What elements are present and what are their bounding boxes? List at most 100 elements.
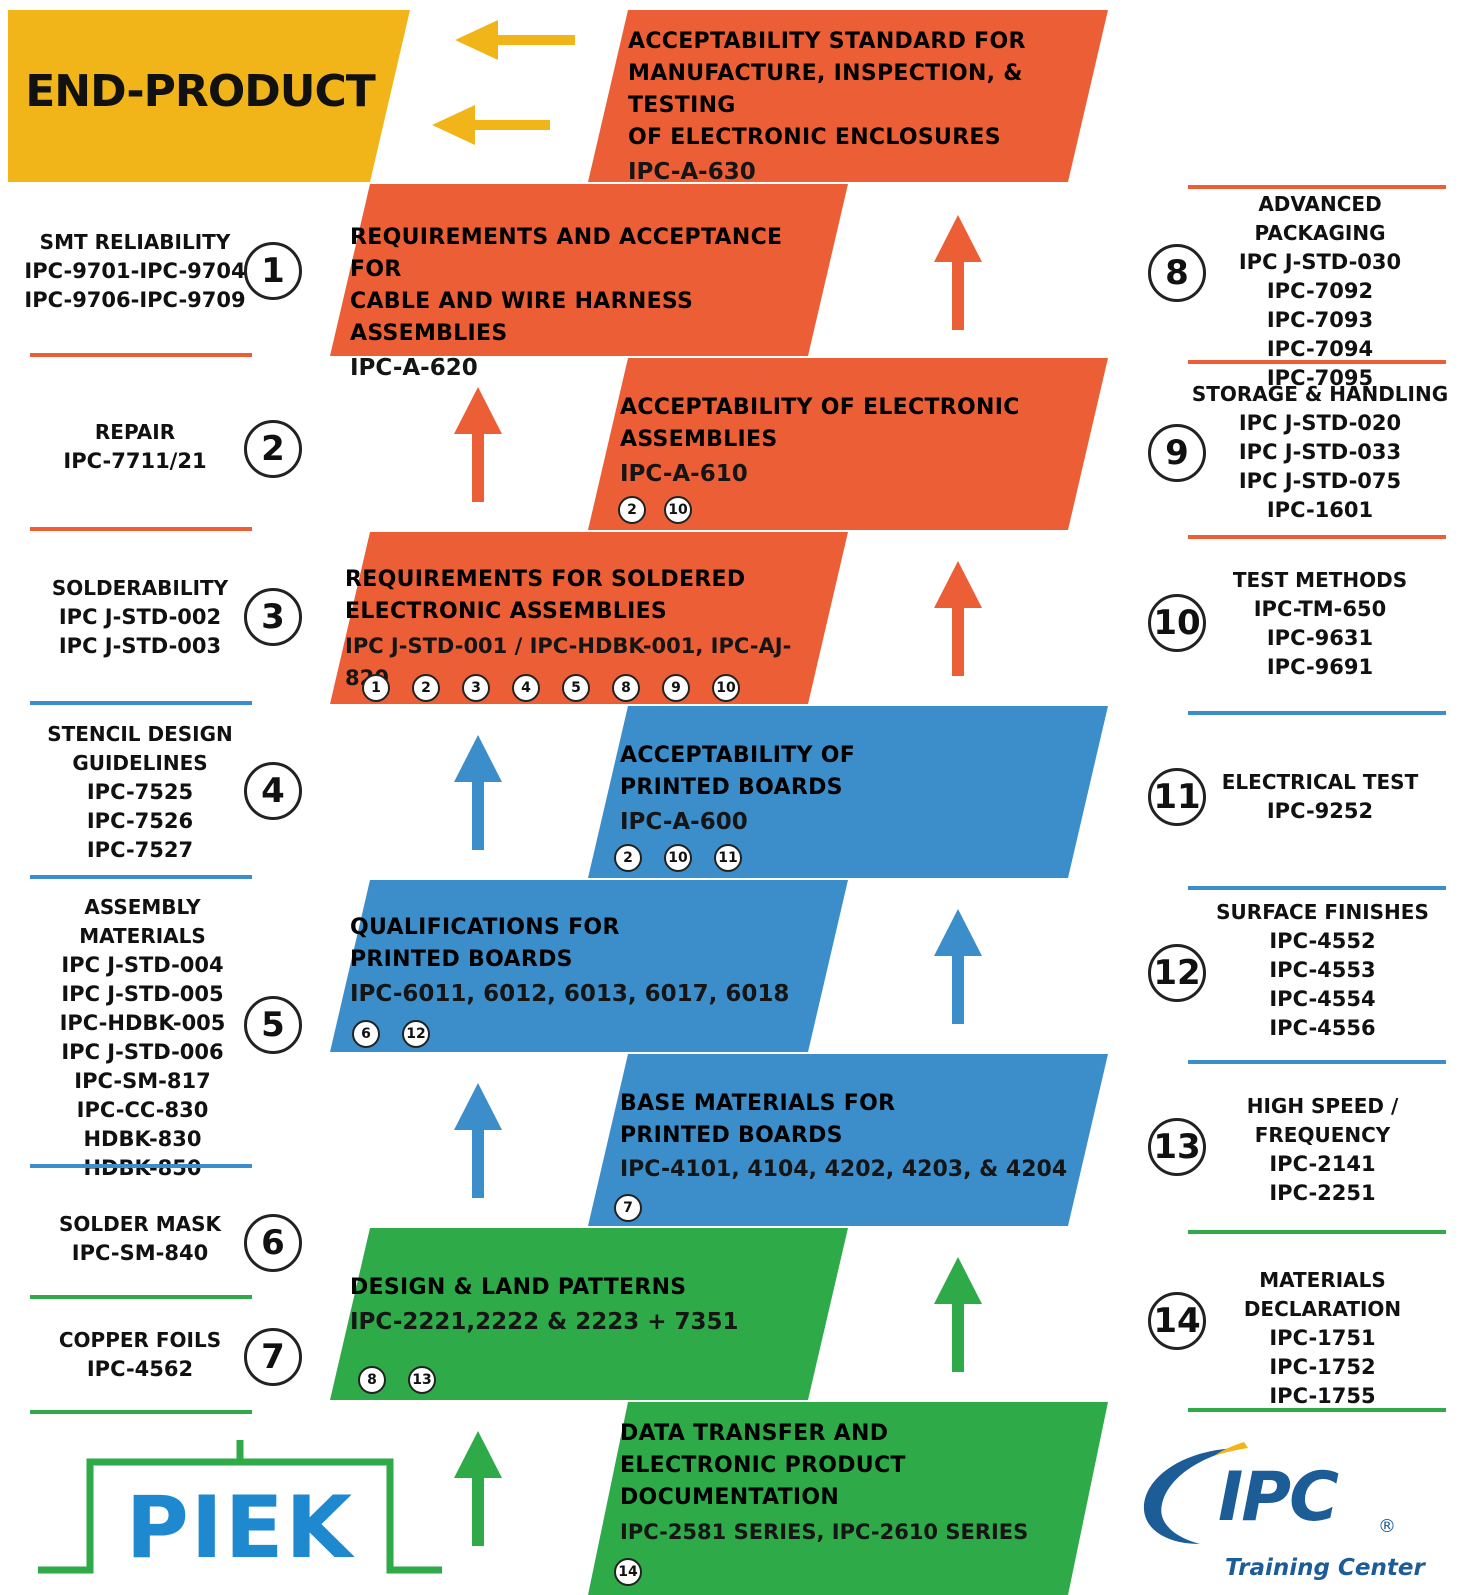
- box-title-line: ELECTRONIC ASSEMBLIES: [345, 599, 668, 624]
- box-title-line: ACCEPTABILITY OF: [620, 743, 856, 768]
- side-title: SOLDERABILITY: [51, 576, 229, 600]
- ref-badge: 6: [352, 1020, 380, 1048]
- side-entry: IPC-1755: [1269, 1384, 1376, 1408]
- side-entry: IPC-4556: [1269, 1016, 1376, 1040]
- side-entry: IPC-4562: [86, 1357, 194, 1381]
- right-item-electrical-test: ELECTRICAL TEST IPC-9252: [1190, 768, 1450, 826]
- right-item-high-speed: HIGH SPEED / FREQUENCY IPC-2141 IPC-2251: [1190, 1092, 1455, 1208]
- ref-badge: 9: [662, 674, 690, 702]
- box-badges: 8 13: [358, 1366, 436, 1394]
- side-entry: IPC-9706-IPC-9709: [24, 288, 246, 312]
- divider: [1188, 185, 1446, 189]
- ref-number: 6: [244, 1214, 302, 1272]
- box-badges: 2 10 11: [614, 844, 742, 872]
- box-badges: 1 2 3 4 5 8 9 10: [362, 674, 740, 702]
- side-title: COPPER FOILS: [58, 1328, 222, 1352]
- box-shape-6011: [330, 880, 848, 1052]
- side-entry: IPC-1601: [1266, 498, 1374, 522]
- side-entry: IPC-4552: [1269, 929, 1376, 953]
- divider: [30, 527, 252, 531]
- side-entry: IPC-2141: [1269, 1152, 1376, 1176]
- left-item-assembly-materials: ASSEMBLY MATERIALS IPC J-STD-004 IPC J-S…: [20, 893, 265, 1183]
- box-badges: 6 12: [352, 1020, 430, 1048]
- yellow-arrows: [432, 20, 575, 145]
- box-shape-a610: [588, 358, 1108, 530]
- box-title-line: REQUIREMENTS AND ACCEPTANCE FOR: [350, 225, 783, 282]
- side-title: MATERIALS DECLARATION: [1243, 1268, 1402, 1321]
- right-item-test-methods: TEST METHODS IPC-TM-650 IPC-9631 IPC-969…: [1190, 566, 1450, 682]
- left-item-solderability: SOLDERABILITY IPC J-STD-002 IPC J-STD-00…: [20, 574, 260, 661]
- side-title: SMT RELIABILITY: [39, 230, 231, 254]
- side-entry: IPC-7711/21: [63, 449, 207, 473]
- side-entry: IPC-9631: [1266, 626, 1374, 650]
- arrow-up-icon: [934, 561, 982, 676]
- ipc-logo: IPC: [1218, 1458, 1339, 1537]
- side-entry: IPC-1751: [1269, 1326, 1376, 1350]
- divider: [1188, 1408, 1446, 1412]
- box-title-line: ACCEPTABILITY OF ELECTRONIC: [620, 395, 1020, 420]
- divider: [30, 353, 252, 357]
- side-title: ELECTRICAL TEST: [1221, 770, 1419, 794]
- box-title-line: REQUIREMENTS FOR SOLDERED: [345, 567, 746, 592]
- ref-number: 5: [244, 996, 302, 1054]
- side-title: ASSEMBLY MATERIALS: [79, 895, 206, 948]
- right-item-storage-handling: STORAGE & HANDLING IPC J-STD-020 IPC J-S…: [1190, 380, 1450, 525]
- side-title: STORAGE & HANDLING: [1191, 382, 1449, 406]
- side-title: SURFACE FINISHES: [1216, 900, 1429, 924]
- side-entry: HDBK-830: [83, 1127, 202, 1151]
- divider: [30, 875, 252, 879]
- box-title-line: CABLE AND WIRE HARNESS ASSEMBLIES: [350, 289, 694, 346]
- box-ipc-j-std-001: REQUIREMENTS FOR SOLDERED ELECTRONIC ASS…: [345, 564, 835, 694]
- ref-badge: 13: [408, 1366, 436, 1394]
- box-title-line: OF ELECTRONIC ENCLOSURES: [628, 125, 1001, 150]
- box-title-line: PRINTED BOARDS: [620, 775, 843, 800]
- divider: [1188, 535, 1446, 539]
- arrow-up-icon: [454, 1083, 502, 1198]
- box-title-line: BASE MATERIALS FOR: [620, 1091, 896, 1116]
- piek-logo-frame: [38, 1440, 442, 1574]
- side-entry: IPC-2251: [1269, 1181, 1376, 1205]
- right-item-surface-finishes: SURFACE FINISHES IPC-4552 IPC-4553 IPC-4…: [1190, 898, 1455, 1043]
- box-standard: IPC-2581 SERIES, IPC-2610 SERIES: [620, 1520, 1029, 1544]
- box-standard: IPC-A-600: [620, 809, 748, 835]
- side-entry: IPC J-STD-030: [1238, 250, 1402, 274]
- box-shape-a600: [588, 706, 1108, 878]
- ref-badge: 10: [664, 496, 692, 524]
- arrow-up-icon: [934, 909, 982, 1024]
- ref-badge: 8: [358, 1366, 386, 1394]
- arrow-up-icon: [454, 735, 502, 850]
- ref-badge: 7: [614, 1194, 642, 1222]
- left-item-repair: REPAIR IPC-7711/21: [20, 418, 250, 476]
- divider: [1188, 1230, 1446, 1234]
- box-shape-a620: [330, 184, 848, 356]
- left-item-solder-mask: SOLDER MASK IPC-SM-840: [20, 1210, 260, 1268]
- side-entry: IPC-7526: [86, 809, 194, 833]
- side-entry: IPC-7525: [86, 780, 194, 804]
- ref-badge: 1: [362, 674, 390, 702]
- left-item-stencil-design: STENCIL DESIGN GUIDELINES IPC-7525 IPC-7…: [20, 720, 260, 865]
- box-ipc-a-630: ACCEPTABILITY STANDARD FOR MANUFACTURE, …: [628, 26, 1098, 188]
- arrow-left-icon: [455, 20, 575, 60]
- side-entry: HDBK-850: [83, 1156, 202, 1180]
- ref-number: 13: [1148, 1118, 1206, 1176]
- box-shape-2221: [330, 1228, 848, 1400]
- box-standard: IPC-A-610: [620, 461, 748, 487]
- right-item-materials-declaration: MATERIALS DECLARATION IPC-1751 IPC-1752 …: [1190, 1266, 1455, 1411]
- ref-number: 14: [1148, 1292, 1206, 1350]
- box-title-line: DOCUMENTATION: [620, 1485, 840, 1510]
- arrow-up-icon: [934, 1257, 982, 1372]
- side-entry: IPC-7093: [1266, 308, 1374, 332]
- ipc-registered-mark: ®: [1378, 1516, 1396, 1537]
- end-product-label: END-PRODUCT: [25, 66, 376, 117]
- side-entry: IPC-1752: [1269, 1355, 1376, 1379]
- side-entry: IPC-7095: [1266, 366, 1374, 390]
- side-entry: IPC-CC-830: [76, 1098, 209, 1122]
- side-entry: IPC J-STD-005: [61, 982, 224, 1006]
- box-standard: IPC-A-630: [628, 159, 756, 185]
- side-entry: IPC-HDBK-005: [59, 1011, 226, 1035]
- box-ipc-2581: DATA TRANSFER AND ELECTRONIC PRODUCT DOC…: [620, 1418, 1100, 1548]
- side-entry: IPC-9701-IPC-9704: [24, 259, 246, 283]
- right-item-advanced-packaging: ADVANCED PACKAGING IPC J-STD-030 IPC-709…: [1190, 190, 1450, 393]
- ref-badge: 12: [402, 1020, 430, 1048]
